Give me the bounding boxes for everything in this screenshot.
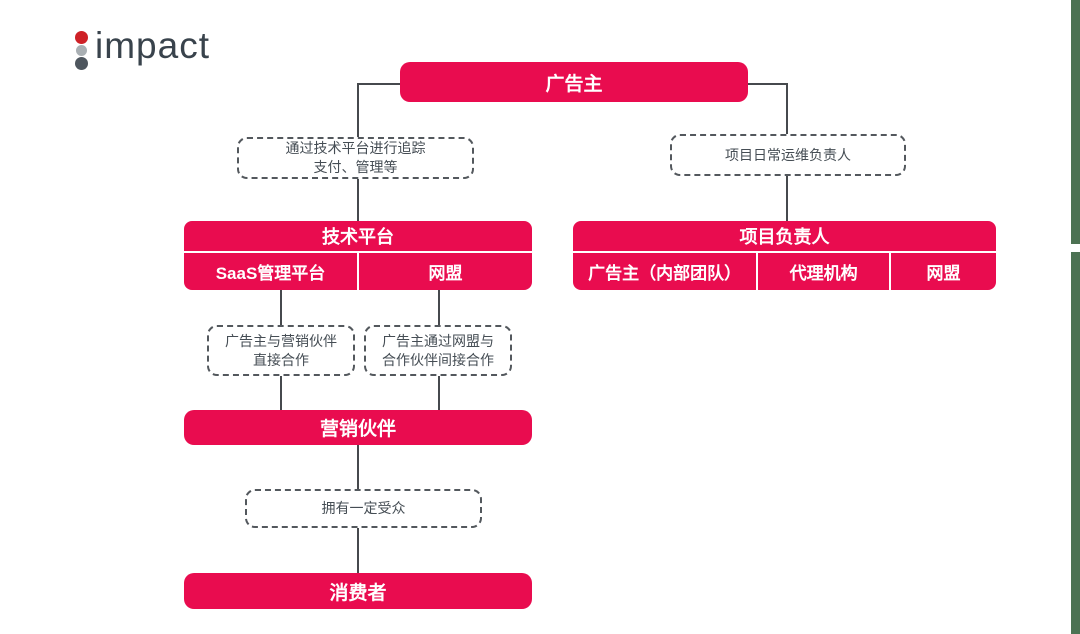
node-marketing-partner: 营销伙伴 xyxy=(184,410,532,445)
note-ops-label: 项目日常运维负责人 xyxy=(725,146,851,163)
note-indirect-cooperation: 广告主通过网盟与 合作伙伴间接合作 xyxy=(364,325,512,376)
logo-dot-lightgray xyxy=(76,45,87,56)
note-direct-cooperation: 广告主与营销伙伴 直接合作 xyxy=(207,325,355,376)
note-audience: 拥有一定受众 xyxy=(245,489,482,528)
connector-tracking-to-tech xyxy=(357,179,359,222)
connector-audience-to-consumer xyxy=(357,528,359,573)
block-project-owner: 项目负责人 广告主（内部团队） 代理机构 网盟 xyxy=(573,221,996,290)
note-tracking-line1: 通过技术平台进行追踪 xyxy=(285,140,426,156)
connector-advertiser-left xyxy=(357,83,400,85)
connector-down-to-tracking-note xyxy=(357,83,359,137)
connector-saas-to-direct-note xyxy=(280,290,282,325)
connector-indirect-to-partner xyxy=(438,376,440,410)
note-audience-label: 拥有一定受众 xyxy=(321,500,406,516)
impact-logo-dots-icon xyxy=(74,30,89,72)
note-tracking-payment: 通过技术平台进行追踪 支付、管理等 xyxy=(237,137,474,179)
project-owner-cells: 广告主（内部团队） 代理机构 网盟 xyxy=(573,253,996,290)
note-tracking-line2: 支付、管理等 xyxy=(313,159,398,175)
connector-ops-to-owner xyxy=(786,176,788,222)
cell-advertiser-internal-team: 广告主（内部团队） xyxy=(573,253,757,290)
connector-direct-to-partner xyxy=(280,376,282,410)
right-edge-strip-top xyxy=(1071,0,1080,244)
connector-down-to-ops-note xyxy=(786,83,788,134)
logo-dot-darkgray xyxy=(75,57,88,70)
connector-partner-to-audience-note xyxy=(357,445,359,489)
tech-platform-header: 技术平台 xyxy=(184,221,532,251)
right-edge-strip-bottom xyxy=(1071,252,1080,634)
connector-network-to-indirect-note xyxy=(438,290,440,325)
impact-logo-text: impact xyxy=(95,25,210,66)
connector-advertiser-right xyxy=(748,83,788,85)
block-tech-platform: 技术平台 SaaS管理平台 网盟 xyxy=(184,221,532,290)
node-consumer: 消费者 xyxy=(184,573,532,609)
project-owner-header: 项目负责人 xyxy=(573,221,996,251)
note-indirect-line2: 合作伙伴间接合作 xyxy=(382,351,494,368)
node-advertiser: 广告主 xyxy=(400,62,748,102)
note-direct-line1: 广告主与营销伙伴 xyxy=(225,332,337,349)
cell-network-alliance: 网盟 xyxy=(359,253,532,290)
note-direct-line2: 直接合作 xyxy=(253,351,309,368)
logo-dot-red xyxy=(75,31,88,44)
cell-saas-platform: SaaS管理平台 xyxy=(184,253,357,290)
impact-logo: impact xyxy=(74,26,210,72)
note-daily-ops-owner: 项目日常运维负责人 xyxy=(670,134,906,176)
note-indirect-line1: 广告主通过网盟与 xyxy=(382,332,494,349)
tech-platform-cells: SaaS管理平台 网盟 xyxy=(184,253,532,290)
cell-agency: 代理机构 xyxy=(758,253,889,290)
cell-owner-network-alliance: 网盟 xyxy=(891,253,996,290)
